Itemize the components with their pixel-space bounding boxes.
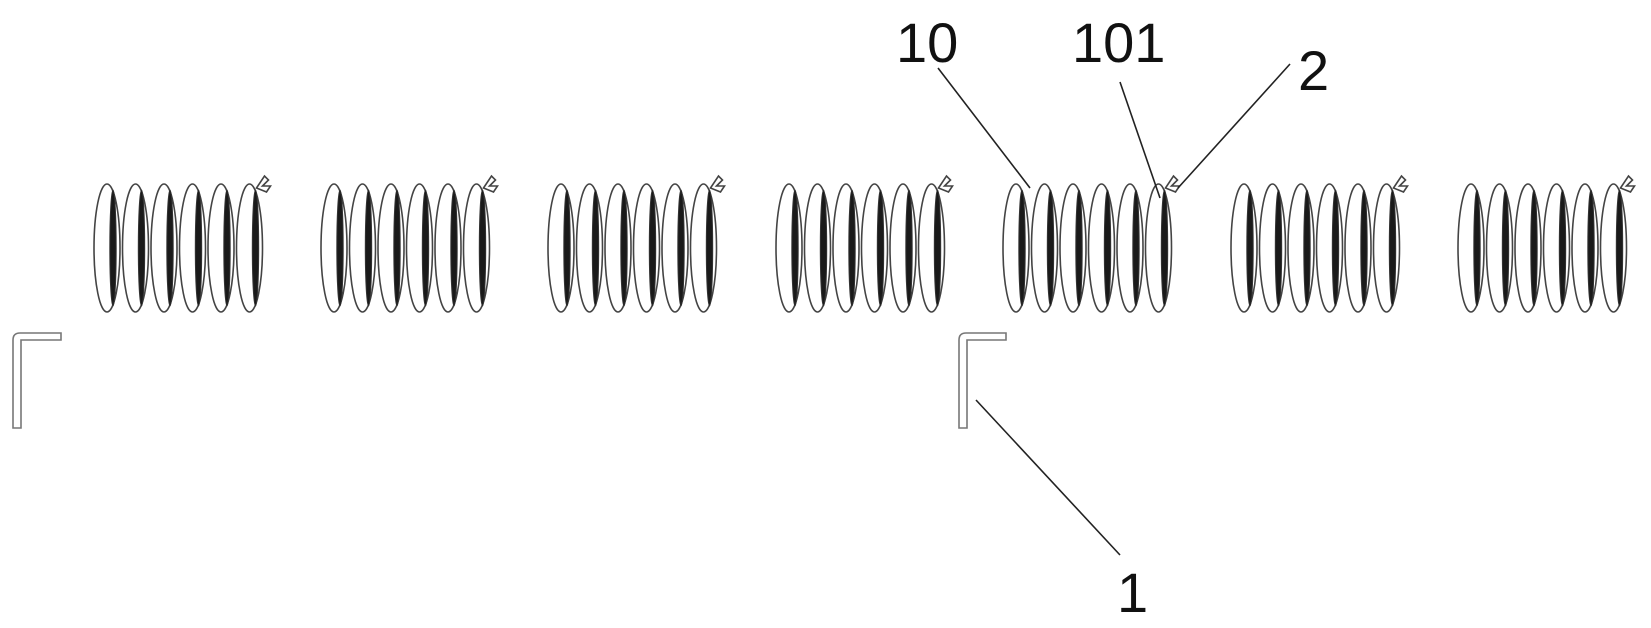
coil-ring-gap xyxy=(1615,189,1624,307)
leader-line-2 xyxy=(1177,63,1291,189)
coil-ring-gap xyxy=(1103,189,1112,307)
coil-ring-gap xyxy=(791,189,799,307)
coil-ring-gap xyxy=(1160,189,1169,307)
coil-ring-gap xyxy=(450,189,458,307)
coil-ring-gap xyxy=(194,189,203,307)
coil-ring-gap xyxy=(109,189,117,307)
coil-ring-gap xyxy=(336,189,344,307)
coil-hook xyxy=(1392,174,1409,193)
coil-ring-gap xyxy=(421,189,430,307)
coil-ring-gap xyxy=(591,189,600,307)
coil-ring-gap xyxy=(819,189,828,307)
coil-ring-gap xyxy=(905,189,913,307)
coil-assembly xyxy=(775,174,954,313)
coil-ring-gap xyxy=(705,189,714,307)
coil-ring-gap xyxy=(1303,189,1311,307)
coil-hook xyxy=(709,174,726,193)
coil-ring-gap xyxy=(1558,189,1567,307)
bracket-left xyxy=(12,332,62,429)
coil-hook xyxy=(255,174,272,193)
coil-ring-gap xyxy=(1018,189,1026,307)
coil-ring-gap xyxy=(1331,189,1340,307)
coil-assembly xyxy=(1457,174,1636,313)
coil-ring-gap xyxy=(478,189,487,307)
coil-row xyxy=(93,174,1636,313)
coil-ring-gap xyxy=(1360,189,1368,307)
coil-ring-gap xyxy=(620,189,628,307)
coil-ring-gap xyxy=(848,189,856,307)
coil-ring-gap xyxy=(1587,189,1595,307)
coil-ring-gap xyxy=(364,189,373,307)
label-1: 1 xyxy=(1117,561,1148,624)
coil-ring-gap xyxy=(876,189,885,307)
coil-ring-gap xyxy=(563,189,571,307)
bracket-center xyxy=(958,332,1007,429)
coil-assembly xyxy=(1002,174,1181,313)
coil-hook xyxy=(1619,174,1636,193)
coil-ring-gap xyxy=(1075,189,1083,307)
coil-ring-gap xyxy=(137,189,146,307)
coil-ring-gap xyxy=(393,189,401,307)
coil-ring-gap xyxy=(1473,189,1481,307)
coil-ring-gap xyxy=(1274,189,1283,307)
coil-ring-gap xyxy=(1132,189,1140,307)
coil-assembly xyxy=(1230,174,1409,313)
coil-ring-gap xyxy=(251,189,260,307)
leader-line-101 xyxy=(1119,81,1161,199)
coil-ring-gap xyxy=(1246,189,1254,307)
coil-ring-gap xyxy=(166,189,174,307)
label-101: 101 xyxy=(1072,11,1165,74)
coil-hook xyxy=(1164,174,1181,193)
coil-ring-gap xyxy=(933,189,942,307)
coil-ring-gap xyxy=(1046,189,1055,307)
coil-ring-gap xyxy=(1388,189,1397,307)
coil-ring-gap xyxy=(1501,189,1510,307)
coil-hook xyxy=(482,174,499,193)
label-10: 10 xyxy=(896,11,958,74)
coil-assembly xyxy=(547,174,726,313)
leader-line-1 xyxy=(975,399,1121,556)
coil-ring-gap xyxy=(223,189,231,307)
label-2: 2 xyxy=(1298,39,1329,102)
coil-ring-gap xyxy=(648,189,657,307)
coil-assembly xyxy=(320,174,499,313)
leader-line-10 xyxy=(937,67,1031,189)
coil-ring-gap xyxy=(677,189,685,307)
coil-hook xyxy=(937,174,954,193)
coil-assembly xyxy=(93,174,272,313)
coil-ring-gap xyxy=(1530,189,1538,307)
